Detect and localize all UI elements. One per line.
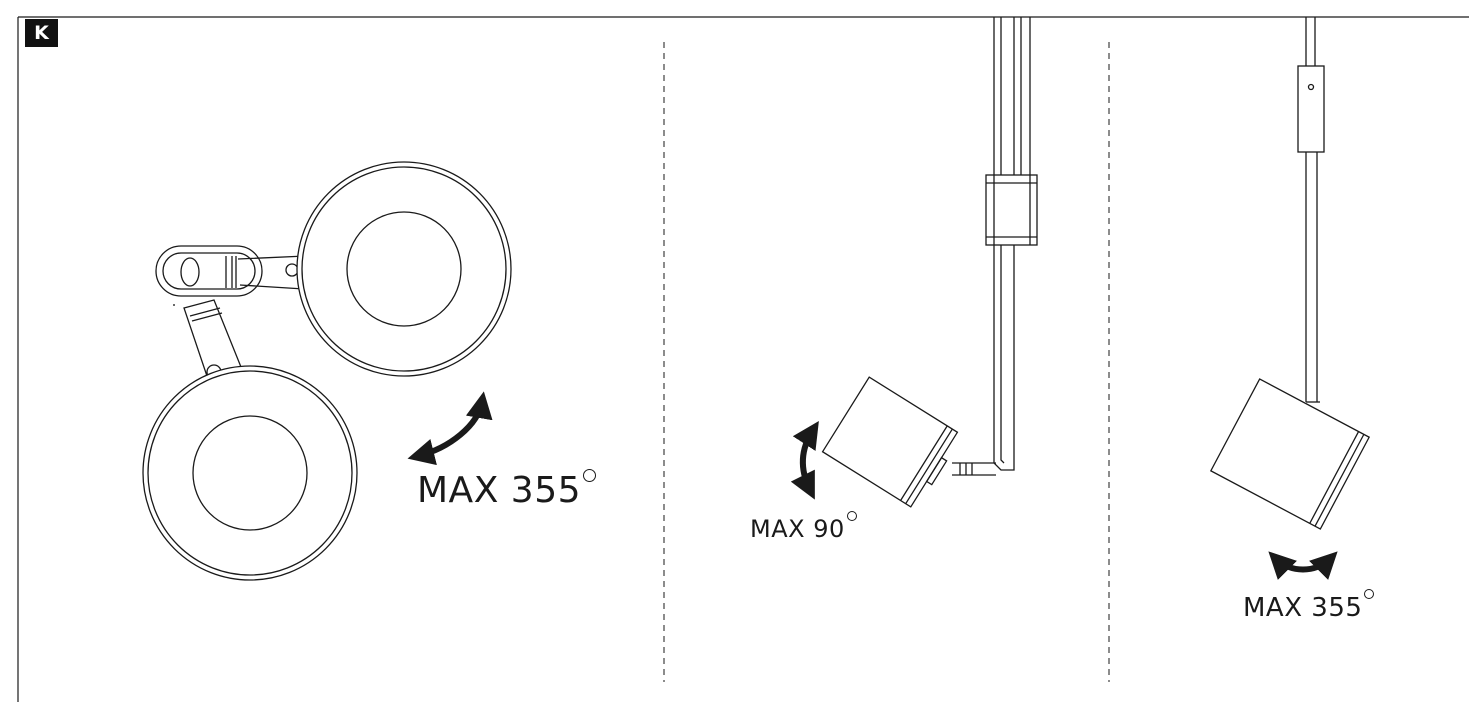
upper-head-outer <box>296 161 512 377</box>
degree-symbol <box>583 469 597 482</box>
degree-symbol <box>846 511 857 521</box>
arm-upper <box>237 255 307 290</box>
degree-symbol <box>1364 589 1375 599</box>
cable-clamp <box>985 174 1038 246</box>
front-view-drawing <box>1209 17 1371 530</box>
lower-head-outer <box>142 365 358 581</box>
upper-head-lens <box>346 211 462 327</box>
arm-hub <box>155 245 263 297</box>
tilt-arrow <box>790 420 819 500</box>
rotation-arrow-top-view <box>407 391 493 466</box>
top-view-rotation-label: MAX 355 <box>417 469 597 511</box>
lower-head-lens <box>192 415 308 531</box>
front-view-rotation-label: MAX 355 <box>1243 589 1375 624</box>
side-view-tilt-label: MAX 90 <box>750 511 857 544</box>
top-view-drawing <box>142 161 512 581</box>
panel-badge: K <box>25 19 58 47</box>
front-head-body <box>1209 378 1371 530</box>
side-view-drawing <box>821 17 1038 508</box>
cable-adjuster <box>1297 65 1325 153</box>
rotation-arrow-front-view <box>1268 551 1338 580</box>
